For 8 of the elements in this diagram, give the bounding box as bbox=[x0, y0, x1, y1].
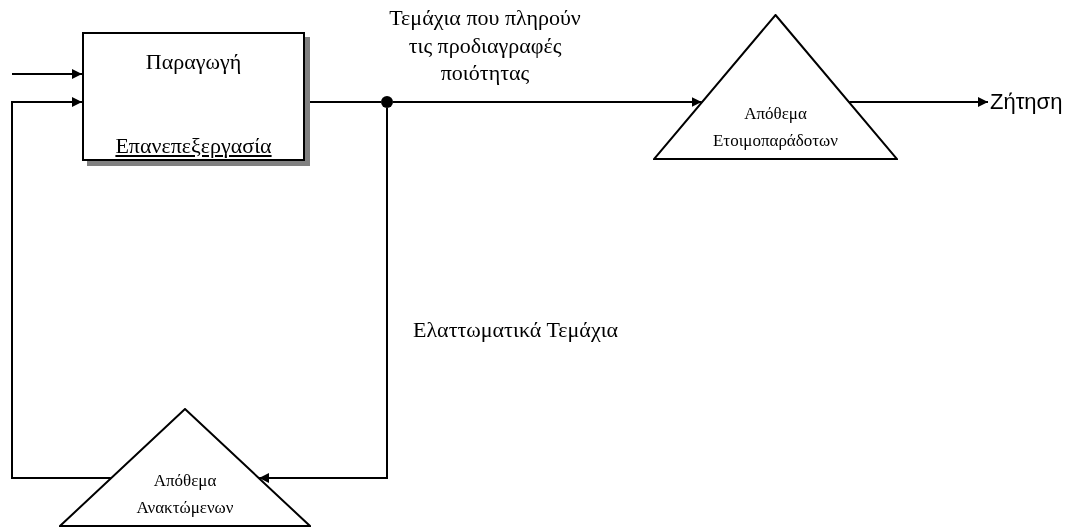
arrow bbox=[11, 69, 83, 79]
process-subtitle: Επανεπεξεργασία bbox=[114, 131, 273, 159]
arrow bbox=[11, 97, 112, 479]
demand-text: Ζήτηση bbox=[990, 86, 1090, 118]
process-title: Παραγωγή bbox=[144, 48, 243, 76]
arrow bbox=[258, 107, 388, 483]
inventory-label: Απόθεμα Ανακτώμενων bbox=[135, 470, 235, 519]
inventory-label: Απόθεμα Ετοιμοπαράδοτων bbox=[712, 103, 839, 152]
